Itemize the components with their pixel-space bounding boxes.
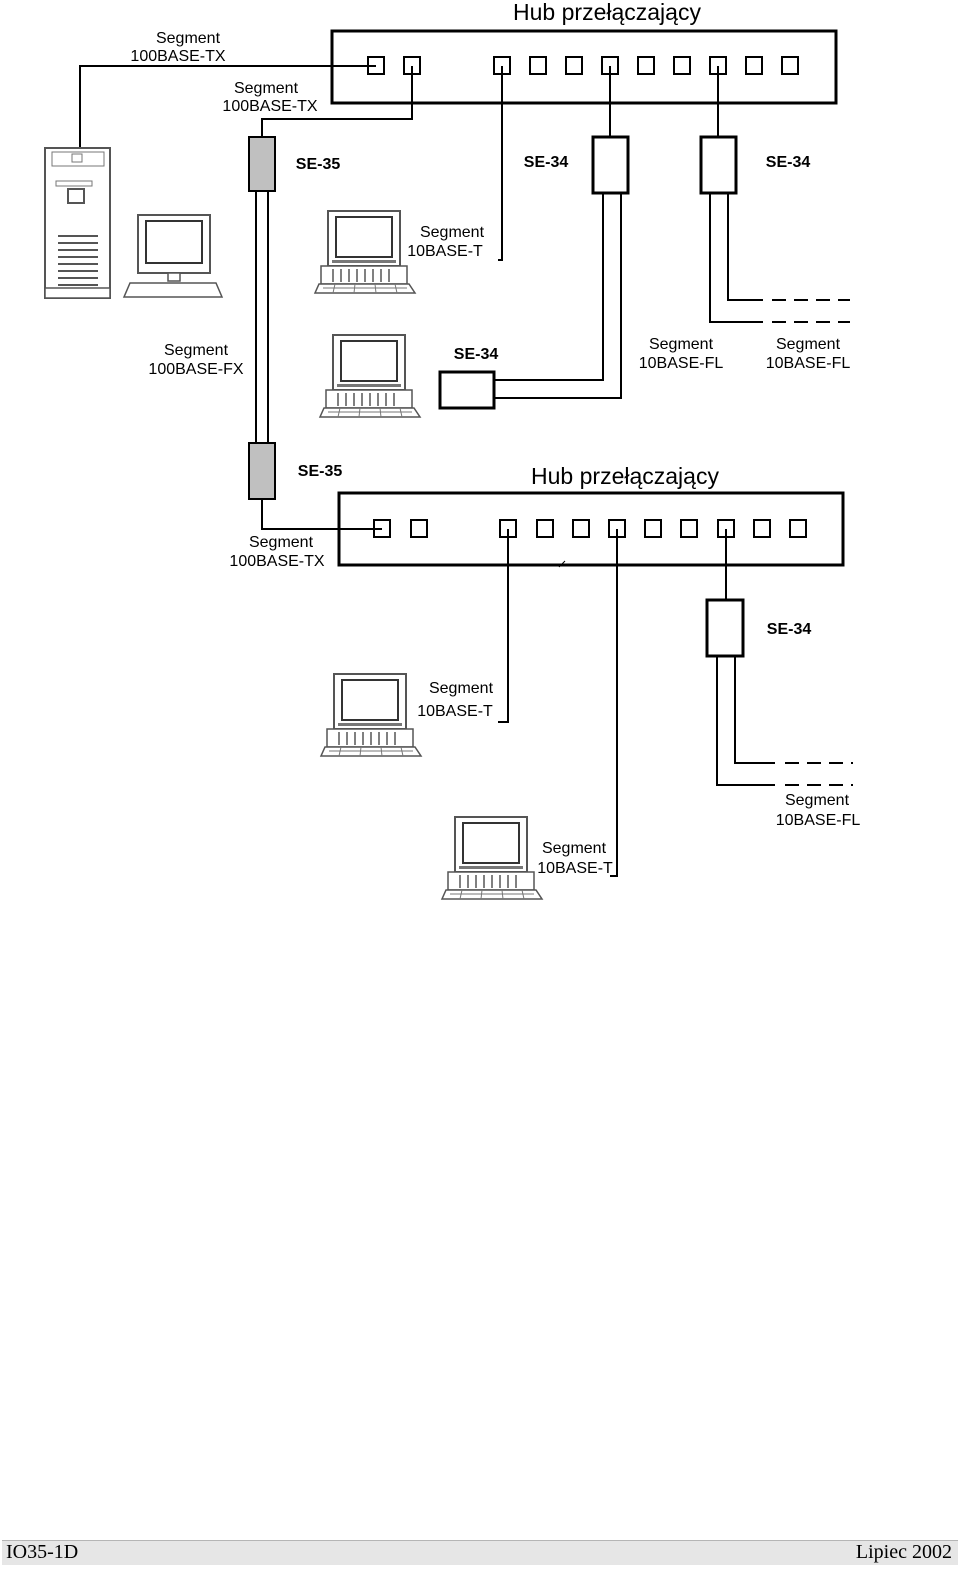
hub-port [673,56,691,75]
label-server-link: Segment 100BASE-TX [130,30,225,65]
switching-hub-bottom [337,491,845,568]
monitor-icon [122,214,224,298]
label-se34-d: SE-34 [767,621,812,638]
se34-converter-c [438,370,496,410]
hub-port [789,519,807,538]
workstation-icon [441,816,543,900]
hub-port [536,519,554,538]
svg-text:100BASE-TX: 100BASE-TX [130,48,225,65]
se34-converter-b [699,135,738,195]
label-se34-c: SE-34 [454,346,499,363]
svg-text:100BASE-TX: 100BASE-TX [229,553,324,570]
page-footer: IO35-1D Lipiec 2002 [2,1540,958,1565]
server-icon [44,147,111,299]
workstation-icon [320,673,422,757]
hub-port [410,519,428,538]
svg-text:100BASE-TX: 100BASE-TX [222,98,317,115]
label-se34-b: SE-34 [766,154,811,171]
se35-converter-bottom [248,442,276,500]
svg-text:10BASE-T: 10BASE-T [407,243,483,260]
label-tx-link-bottom: Segment 100BASE-TX [229,534,324,570]
hub-port [745,56,763,75]
hub-port [572,519,590,538]
document-code: IO35-1D [6,1541,79,1563]
label-tp-link-a: Segment 10BASE-T [417,680,493,720]
switching-hub-top [330,29,838,105]
workstation-icon [319,334,421,418]
svg-text:10BASE-FL: 10BASE-FL [766,355,851,372]
hub-port [529,56,547,75]
svg-text:Segment: Segment [649,336,714,353]
svg-text:Segment: Segment [249,534,314,551]
svg-text:10BASE-FL: 10BASE-FL [639,355,724,372]
label-se35-bottom: SE-35 [298,463,343,480]
hub-title-bottom: Hub przełączający [531,463,719,489]
label-fl-link-b: Segment 10BASE-FL [766,336,851,372]
svg-text:Segment: Segment [420,224,485,241]
se34-converter-a [591,135,630,195]
cables-bottom [261,499,775,877]
label-se35-top: SE-35 [296,156,341,173]
se34-converter-d [705,598,745,658]
svg-text:Segment: Segment [542,840,607,857]
hub-port [680,519,698,538]
hub-port [637,56,655,75]
document-date: Lipiec 2002 [855,1541,952,1563]
cables-top [79,65,763,443]
label-fx-uplink: Segment 100BASE-TX [222,80,317,115]
label-se34-a: SE-34 [524,154,569,171]
workstation-icon [314,210,416,294]
hub-port [644,519,662,538]
hub-port [565,56,583,75]
label-tp-link-b: Segment 10BASE-T [537,840,613,877]
svg-text:Segment: Segment [156,30,221,47]
hub-port [781,56,799,75]
svg-text:10BASE-T: 10BASE-T [417,703,493,720]
fiber-continuation-bottom [785,762,853,786]
svg-text:100BASE-FX: 100BASE-FX [148,361,243,378]
label-fx-segment: Segment 100BASE-FX [148,342,243,378]
label-fl-link-a: Segment 10BASE-FL [639,336,724,372]
svg-text:10BASE-FL: 10BASE-FL [776,812,861,829]
hub-title-top: Hub przełączający [513,0,701,25]
label-tp-link-top: Segment 10BASE-T [407,224,484,260]
svg-text:Segment: Segment [234,80,299,97]
se35-converter-top [248,136,276,192]
fiber-continuation-top [772,299,850,323]
label-fl-link-c: Segment 10BASE-FL [776,792,861,829]
svg-text:Segment: Segment [776,336,841,353]
svg-text:Segment: Segment [429,680,494,697]
svg-text:10BASE-T: 10BASE-T [537,860,613,877]
hub-port [753,519,771,538]
svg-text:Segment: Segment [785,792,850,809]
svg-text:Segment: Segment [164,342,229,359]
